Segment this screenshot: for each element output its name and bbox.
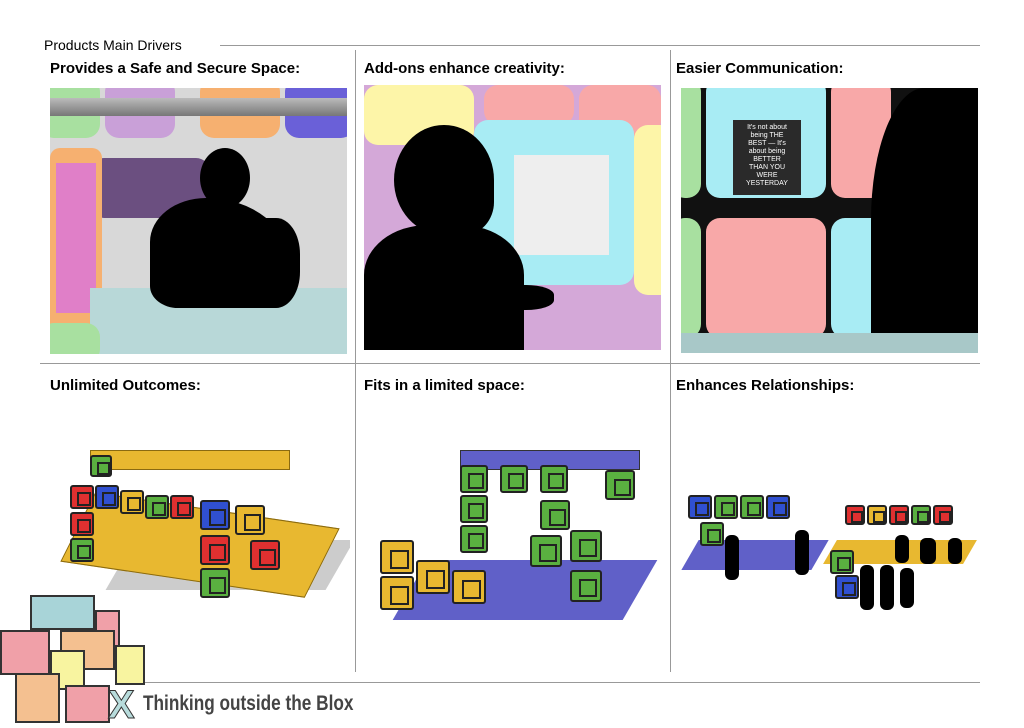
limited-space-render xyxy=(370,440,660,640)
relationships-render xyxy=(680,480,980,610)
tagline: Thinking outside the Blox xyxy=(143,692,354,715)
blox-logo: X xyxy=(0,585,145,728)
panel-title: Unlimited Outcomes: xyxy=(50,377,201,394)
safe-space-photo xyxy=(50,88,347,354)
panel-title: Enhances Relationships: xyxy=(676,377,855,394)
creativity-photo xyxy=(364,85,661,350)
column-divider xyxy=(670,50,671,672)
row-divider xyxy=(40,363,980,364)
unlimited-outcomes-render xyxy=(50,440,350,605)
chalkboard-sign: It's not about being THE BEST — It's abo… xyxy=(733,120,801,195)
column-divider xyxy=(355,50,356,672)
communication-photo: It's not about being THE BEST — It's abo… xyxy=(681,88,978,353)
panel-title: Easier Communication: xyxy=(676,60,844,77)
page-title: Products Main Drivers xyxy=(44,37,182,53)
panel-title: Provides a Safe and Secure Space: xyxy=(50,60,301,77)
header-divider xyxy=(220,45,980,46)
panel-title: Add-ons enhance creativity: xyxy=(364,60,565,77)
panel-title: Fits in a limited space: xyxy=(364,377,525,394)
footer-divider xyxy=(140,682,980,683)
